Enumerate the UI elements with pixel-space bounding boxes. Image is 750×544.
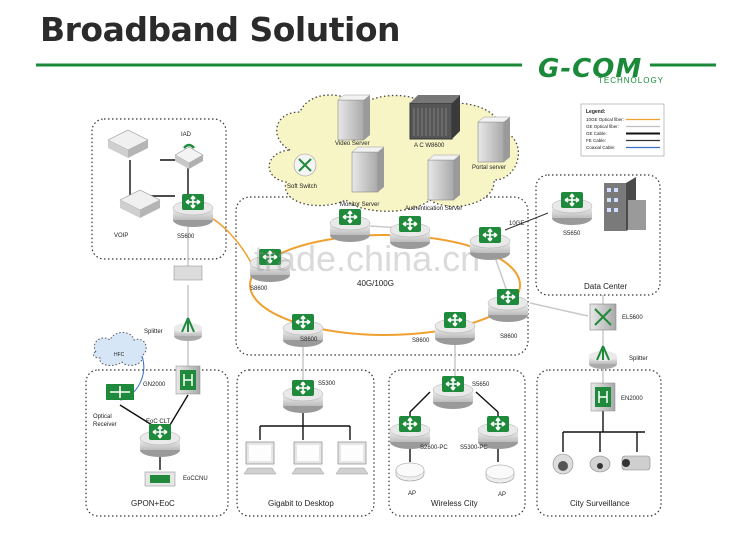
authentication-server-icon — [427, 154, 461, 201]
core-s8600-bottom-right-label: S8600 — [412, 338, 430, 344]
legend-title: Legend: — [586, 109, 606, 115]
iad-label: IAD — [181, 132, 192, 138]
legend-item-label: GE Optical fiber: — [586, 124, 619, 129]
s5650-dc-label: S5650 — [563, 231, 581, 237]
video-server-icon — [337, 94, 371, 141]
splitter-right-icon — [588, 345, 618, 370]
olt-link-device-icon — [173, 265, 203, 281]
core-switch-right-icon — [487, 288, 529, 323]
core-switch-bottom-right-icon — [434, 311, 476, 346]
core-ring-label: 40G/100G — [357, 279, 394, 288]
splitter-left-label: Splitter — [144, 329, 163, 335]
el5600-icon — [589, 303, 617, 331]
link-10ge — [504, 212, 549, 231]
surveillance-region — [536, 369, 662, 517]
en2000-icon — [590, 382, 616, 412]
s5650-wireless-switch-icon — [432, 375, 474, 410]
bullet-camera-2-icon — [621, 455, 651, 471]
watermark: trade.china.cn — [254, 238, 481, 279]
legend-item-label: 10GE Optical fiber: — [586, 117, 624, 122]
desktop-region — [236, 369, 375, 517]
city-surveillance-title: City Surveillance — [570, 499, 630, 508]
gn2000-icon — [175, 365, 201, 395]
hfc-label: HFC — [114, 352, 125, 358]
portal-server-label: Portal server — [472, 165, 506, 171]
dome-camera-icon — [552, 453, 574, 475]
core-s8600-bottom-left-label: S8600 — [300, 337, 318, 343]
gpon-region — [85, 369, 229, 517]
soft-switch-label: Soft Switch — [287, 184, 317, 190]
eoc-clt-label: EoC CLT — [146, 419, 171, 425]
acw8600-icon — [409, 95, 460, 140]
video-server-label: Video Server — [335, 141, 370, 147]
ap-1-label: AP — [408, 491, 416, 497]
brand-logo: G-COM — [538, 54, 643, 84]
splitter-left-icon — [173, 317, 203, 342]
s5600-label: S5600 — [177, 234, 195, 240]
hfc-cloud — [92, 332, 147, 366]
wireless-city-title: Wireless City — [431, 499, 478, 508]
el5600-label: EL5600 — [622, 315, 643, 321]
gigabit-desktop-title: Gigabit to Desktop — [268, 499, 334, 508]
building-icon — [604, 177, 646, 231]
link-10ge-label: 10GE — [509, 221, 524, 227]
access-point-1-icon — [395, 462, 425, 482]
s2600-pc-label: S2600-PC — [420, 445, 448, 451]
brand-logo-subtitle: TECHNOLOGY — [598, 76, 665, 85]
monitor-server-icon — [351, 146, 385, 193]
s5300-desktop-label: S5300 — [318, 381, 336, 387]
s5600-switch-icon — [172, 193, 214, 228]
data-center-title: Data Center — [584, 282, 627, 291]
optical-receiver-icon — [106, 384, 134, 400]
legend-item-label: GE Cable: — [586, 131, 607, 136]
eoc-cnu-label: EoCCNU — [183, 476, 208, 482]
gn2000-label: GN2000 — [143, 382, 166, 388]
iad-device-icon — [174, 143, 204, 169]
eoc-clt-icon — [139, 423, 181, 458]
core-s8600-right-label: S8600 — [500, 334, 518, 340]
data-center-region — [535, 174, 661, 296]
monitor-server-label: Monitor Server — [340, 202, 379, 208]
gpon-eoc-title: GPON+EoC — [131, 499, 175, 508]
phone-icon — [107, 129, 149, 159]
desktop-pc-3-icon — [335, 441, 369, 475]
bullet-camera-1-icon — [589, 455, 611, 473]
ap-2-label: AP — [498, 492, 506, 498]
legend-item-label: Coaxial Cable: — [586, 145, 615, 150]
receiver-label: Receiver — [93, 422, 117, 428]
acw8600-label: A C W8600 — [414, 143, 445, 149]
en2000-label: EN2000 — [621, 396, 643, 402]
soft-switch-icon — [293, 153, 317, 177]
s5650-dc-switch-icon — [551, 191, 593, 226]
portal-server-icon — [477, 116, 511, 163]
desktop-pc-1-icon — [243, 441, 277, 475]
access-point-2-icon — [485, 464, 515, 484]
eoc-cnu-icon — [144, 471, 176, 487]
s5300-pc-label: S5300-PC — [460, 445, 488, 451]
s5650-wireless-label: S5650 — [472, 382, 490, 388]
core-ring — [249, 234, 521, 336]
authentication-server-label: Authentication Server — [405, 206, 462, 212]
core-s8600-left-label: S8600 — [250, 286, 268, 292]
legend-item-label: FE Cable: — [586, 138, 606, 143]
voip-phone-icon — [119, 189, 161, 219]
desktop-pc-2-icon — [291, 441, 325, 475]
page-title: Broadband Solution — [40, 10, 400, 49]
splitter-right-label: Splitter — [629, 356, 648, 362]
legend: Legend: 10GE Optical fiber: GE Optical fi… — [580, 103, 665, 157]
voip-label: VOIP — [114, 233, 128, 239]
wireless-region — [388, 369, 526, 517]
optical-label: Optical — [93, 414, 112, 420]
s5300-desktop-switch-icon — [282, 379, 324, 414]
